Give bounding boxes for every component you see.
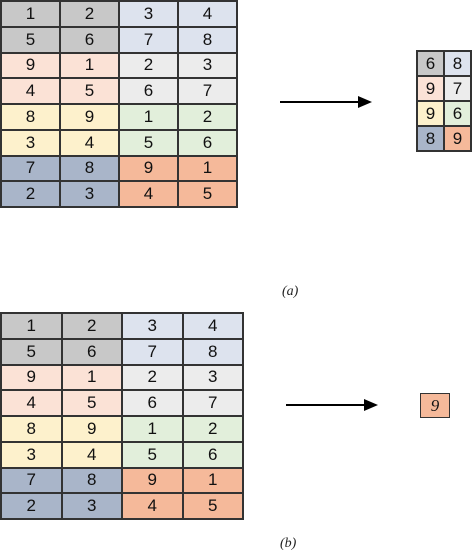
- grid-cell: 8: [1, 104, 60, 130]
- grid-cell: 9: [444, 126, 471, 151]
- grid-cell: 3: [1, 441, 62, 468]
- grid-cell: 6: [119, 78, 178, 104]
- grid-cell: 6: [122, 390, 183, 416]
- grid-cell: 2: [182, 416, 243, 442]
- grid-cell: 8: [1, 416, 62, 442]
- grid-cell: 8: [61, 467, 122, 494]
- grid-cell: 1: [178, 155, 237, 182]
- grid-cell: 2: [122, 364, 183, 391]
- grid-cell: 5: [60, 78, 119, 104]
- grid-cell: 3: [1, 129, 60, 156]
- grid-cell: 7: [1, 155, 60, 182]
- grid-cell: 4: [119, 181, 178, 207]
- grid-cell: 8: [60, 155, 119, 182]
- grid-cell: 1: [122, 416, 183, 442]
- grid-cell: 9: [417, 76, 444, 101]
- grid-cell: 9: [122, 467, 183, 494]
- grid-cell: 4: [1, 390, 62, 416]
- grid-cell: 6: [178, 129, 237, 156]
- grid-cell: 7: [1, 467, 62, 494]
- grid-cell: 5: [1, 26, 60, 53]
- grid-cell: 2: [1, 181, 60, 207]
- grid-cell: 4: [61, 441, 122, 468]
- grid-cell: 4: [60, 129, 119, 156]
- grid-cell: 7: [122, 338, 183, 365]
- arrow-a: [280, 96, 372, 108]
- grid-cell: 7: [119, 26, 178, 53]
- grid-cell: 8: [444, 51, 471, 76]
- grid-cell: 5: [1, 338, 62, 365]
- grid-cell: 4: [178, 1, 237, 27]
- grid-cell: 9: [1, 52, 60, 79]
- grid-cell: 5: [61, 390, 122, 416]
- grid-cell: 2: [61, 313, 122, 339]
- grid-cell: 9: [1, 364, 62, 391]
- grid-cell: 6: [182, 441, 243, 468]
- caption-b: (b): [280, 536, 297, 551]
- caption-a: (a): [282, 284, 299, 299]
- grid-cell: 2: [178, 104, 237, 130]
- grid-cell: 1: [61, 364, 122, 391]
- grid-cell: 3: [122, 313, 183, 339]
- grid-cell: 8: [178, 26, 237, 53]
- grid-cell: 6: [60, 26, 119, 53]
- grid-cell: 1: [1, 313, 62, 339]
- grid-cell: 5: [122, 441, 183, 468]
- grid-cell: 5: [119, 129, 178, 156]
- grid-cell: 6: [444, 101, 471, 126]
- grid-cell: 1: [182, 467, 243, 494]
- grid-cell: 3: [182, 364, 243, 391]
- grid-cell: 2: [1, 493, 62, 519]
- grid-cell: 7: [178, 78, 237, 104]
- grid-cell: 6: [61, 338, 122, 365]
- grid-cell: 1: [119, 104, 178, 130]
- grid-cell: 4: [182, 313, 243, 339]
- grid-cell: 7: [444, 76, 471, 101]
- grid-cell: 9: [61, 416, 122, 442]
- grid-cell: 9: [60, 104, 119, 130]
- grid-cell: 3: [60, 181, 119, 207]
- grid-cell: 8: [182, 338, 243, 365]
- grid-cell: 5: [178, 181, 237, 207]
- grid-cell: 4: [1, 78, 60, 104]
- grid-cell: 1: [60, 52, 119, 79]
- grid-cell: 1: [1, 1, 60, 27]
- grid-cell: 3: [61, 493, 122, 519]
- grid-cell: 7: [182, 390, 243, 416]
- grid-cell: 4: [122, 493, 183, 519]
- pooled-output-b: 9: [420, 393, 450, 418]
- grid-cell: 9: [417, 101, 444, 126]
- grid-cell: 9: [119, 155, 178, 182]
- grid-cell: 6: [417, 51, 444, 76]
- grid-cell: 5: [182, 493, 243, 519]
- grid-cell: 8: [417, 126, 444, 151]
- grid-cell: 2: [119, 52, 178, 79]
- grid-cell: 3: [178, 52, 237, 79]
- grid-cell: 2: [60, 1, 119, 27]
- arrow-b: [286, 399, 378, 411]
- grid-cell: 3: [119, 1, 178, 27]
